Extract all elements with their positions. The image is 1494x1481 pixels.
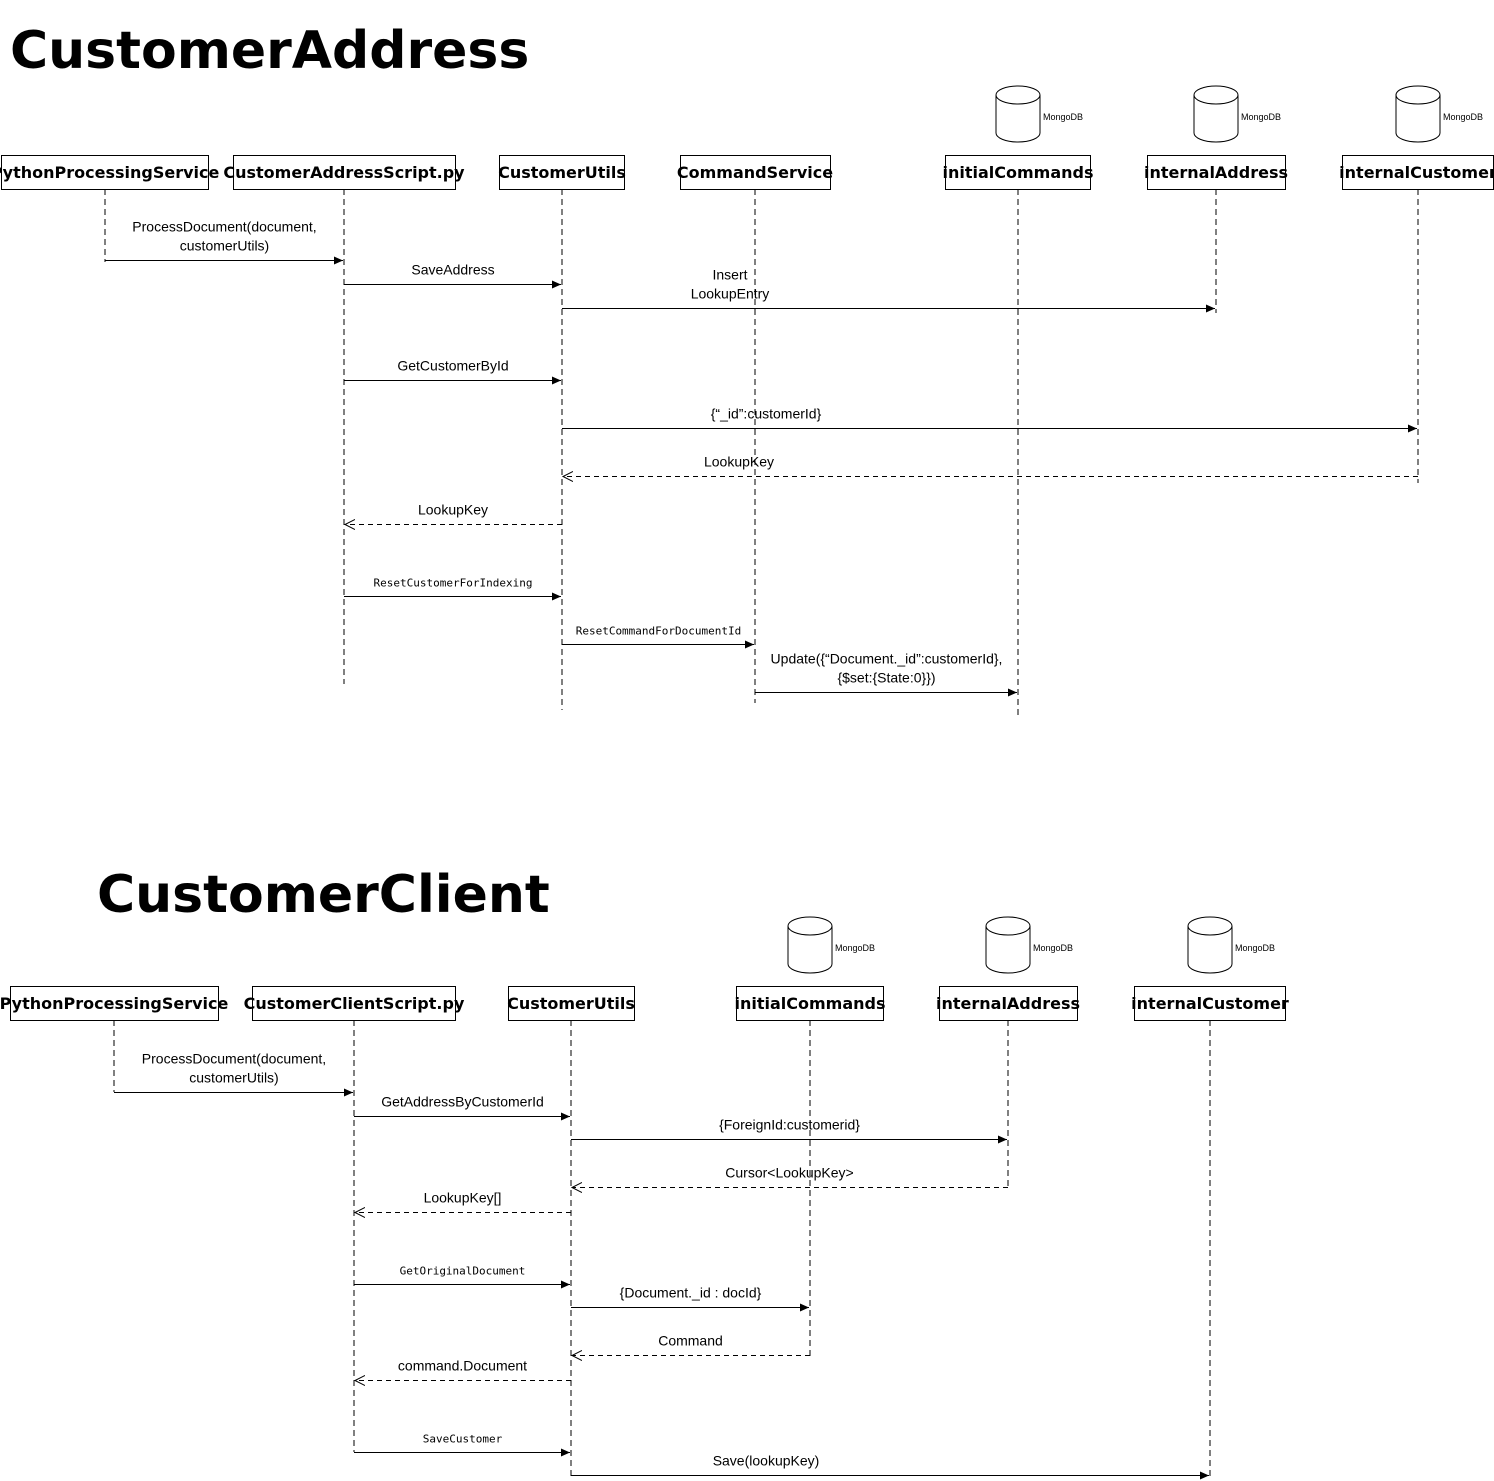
database-icon: MongoDB — [1187, 916, 1275, 974]
message-9: Update({“Document._id”:customerId}, {$set… — [755, 651, 1017, 697]
message-label: customerUtils) — [180, 238, 269, 254]
message-label: LookupEntry — [691, 286, 770, 302]
message-label: Update({“Document._id”:customerId}, — [771, 651, 1003, 667]
message-label: customerUtils) — [189, 1070, 278, 1086]
message-label: SaveCustomer — [423, 1433, 503, 1446]
message-label: Insert — [712, 267, 747, 283]
message-7: ResetCustomerForIndexing — [344, 577, 561, 601]
participant-cs: CommandService — [677, 155, 833, 190]
message-label: SaveAddress — [411, 262, 494, 278]
database-icon: MongoDB — [995, 85, 1083, 143]
message-4: {“_id”:customerId} — [562, 406, 1417, 433]
message-label: ProcessDocument(document, — [142, 1051, 326, 1067]
database-label: MongoDB — [1443, 112, 1483, 122]
message-label: LookupKey — [704, 454, 774, 470]
participant-label: CustomerUtils — [507, 994, 635, 1013]
message-label: command.Document — [398, 1358, 527, 1374]
message-3: GetCustomerById — [344, 358, 561, 385]
message-label: GetOriginalDocument — [400, 1265, 526, 1278]
message-label: Command — [658, 1333, 723, 1349]
participant-icu: internalCustomer — [1339, 155, 1494, 190]
participant-label: initialCommands — [734, 994, 885, 1013]
return-message-4: LookupKey[] — [355, 1190, 571, 1213]
participant-pps: PythonProcessingService — [0, 155, 220, 190]
participant-pps: PythonProcessingService — [0, 986, 229, 1021]
database-label: MongoDB — [1043, 112, 1083, 122]
message-label: ProcessDocument(document, — [132, 219, 316, 235]
database-label: MongoDB — [1235, 943, 1275, 953]
message-label: GetAddressByCustomerId — [381, 1094, 544, 1110]
return-message-7: Command — [572, 1333, 810, 1356]
participant-cas: CustomerAddressScript.py — [223, 155, 465, 190]
participant-label: internalCustomer — [1339, 163, 1494, 182]
participant-label: CustomerAddressScript.py — [223, 163, 465, 182]
message-label: GetCustomerById — [397, 358, 508, 374]
message-label: {ForeignId:customerid} — [719, 1117, 860, 1133]
database-label: MongoDB — [835, 943, 875, 953]
message-label: {$set:{State:0}}) — [837, 670, 935, 686]
message-label: LookupKey — [418, 502, 488, 518]
message-0: ProcessDocument(document, customerUtils) — [105, 219, 343, 265]
message-label: ResetCustomerForIndexing — [374, 577, 533, 590]
participant-label: internalAddress — [1144, 163, 1288, 182]
database-icon: MongoDB — [1395, 85, 1483, 143]
participant-label: CommandService — [677, 163, 833, 182]
return-message-5: LookupKey — [563, 454, 1418, 477]
participant-ccs: CustomerClientScript.py — [244, 986, 465, 1021]
return-message-3: Cursor<LookupKey> — [572, 1165, 1008, 1188]
participant-cu: CustomerUtils — [507, 986, 635, 1021]
message-label: Save(lookupKey) — [713, 1453, 820, 1469]
participant-label: internalCustomer — [1131, 994, 1289, 1013]
message-8: ResetCommandForDocumentId — [562, 625, 754, 649]
diagram-title: CustomerAddress — [10, 21, 529, 81]
message-label: LookupKey[] — [424, 1190, 502, 1206]
participant-ia: internalAddress — [936, 986, 1080, 1021]
participant-label: CustomerUtils — [498, 163, 626, 182]
return-message-6: LookupKey — [345, 502, 562, 525]
participant-ic: initialCommands — [942, 155, 1094, 190]
message-5: GetOriginalDocument — [354, 1265, 570, 1289]
message-label: Cursor<LookupKey> — [725, 1165, 853, 1181]
return-message-8: command.Document — [355, 1358, 571, 1381]
participant-cu: CustomerUtils — [498, 155, 626, 190]
participant-ia: internalAddress — [1144, 155, 1288, 190]
participant-label: PythonProcessingService — [0, 994, 229, 1013]
message-9: SaveCustomer — [354, 1433, 570, 1457]
message-label: {“_id”:customerId} — [711, 406, 822, 422]
database-icon: MongoDB — [787, 916, 875, 974]
participant-label: PythonProcessingService — [0, 163, 220, 182]
message-label: ResetCommandForDocumentId — [576, 625, 742, 638]
message-1: GetAddressByCustomerId — [354, 1094, 570, 1121]
participant-icu: internalCustomer — [1131, 986, 1289, 1021]
message-0: ProcessDocument(document, customerUtils) — [114, 1051, 353, 1097]
database-icon: MongoDB — [985, 916, 1073, 974]
database-icon: MongoDB — [1193, 85, 1281, 143]
message-10: Save(lookupKey) — [571, 1453, 1209, 1480]
database-label: MongoDB — [1241, 112, 1281, 122]
message-6: {Document._id : docId} — [571, 1285, 809, 1312]
message-1: SaveAddress — [344, 262, 561, 289]
participant-label: CustomerClientScript.py — [244, 994, 465, 1013]
participant-label: internalAddress — [936, 994, 1080, 1013]
message-2: {ForeignId:customerid} — [571, 1117, 1007, 1144]
database-label: MongoDB — [1033, 943, 1073, 953]
participant-label: initialCommands — [942, 163, 1093, 182]
diagram-title: CustomerClient — [97, 865, 550, 925]
message-label: {Document._id : docId} — [620, 1285, 762, 1301]
participant-ic: initialCommands — [734, 986, 886, 1021]
